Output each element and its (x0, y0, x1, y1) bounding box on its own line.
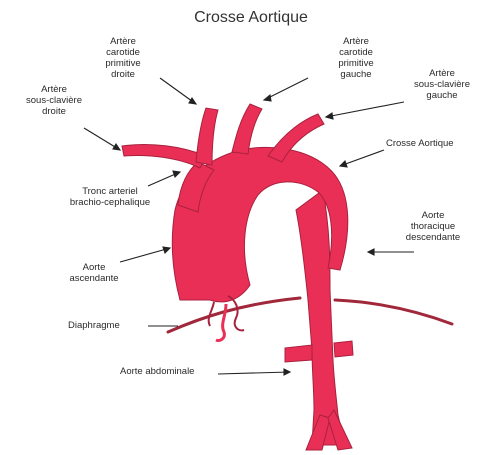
label-tronc-brachio: Tronc arteriel brachio-cephalique (52, 186, 168, 208)
diaphragm-right (335, 300, 452, 324)
renal-branch-right (334, 341, 353, 357)
diaphragm-left (168, 298, 300, 332)
label-sous-claviere-droite: Artère sous-clavière droite (16, 84, 92, 117)
aortic-root-detail (228, 296, 244, 330)
label-carotide-gauche: Artère carotide primitive gauche (320, 36, 392, 80)
label-carotide-droite: Artère carotide primitive droite (88, 36, 158, 80)
renal-branch-left (285, 345, 312, 362)
label-aorte-abdominale: Aorte abdominale (120, 366, 230, 377)
aortic-root-detail-3 (216, 304, 226, 341)
label-crosse-aortique: Crosse Aortique (386, 138, 496, 149)
label-aorte-thoracique: Aorte thoracique descendante (388, 210, 478, 243)
label-aorte-ascendante: Aorte ascendante (60, 262, 128, 284)
carotid-right (196, 108, 218, 165)
label-sous-claviere-gauche: Artère sous-clavière gauche (400, 68, 484, 101)
label-diaphragme: Diaphragme (68, 320, 158, 331)
subclavian-right (122, 144, 206, 168)
carotid-left (232, 104, 262, 154)
